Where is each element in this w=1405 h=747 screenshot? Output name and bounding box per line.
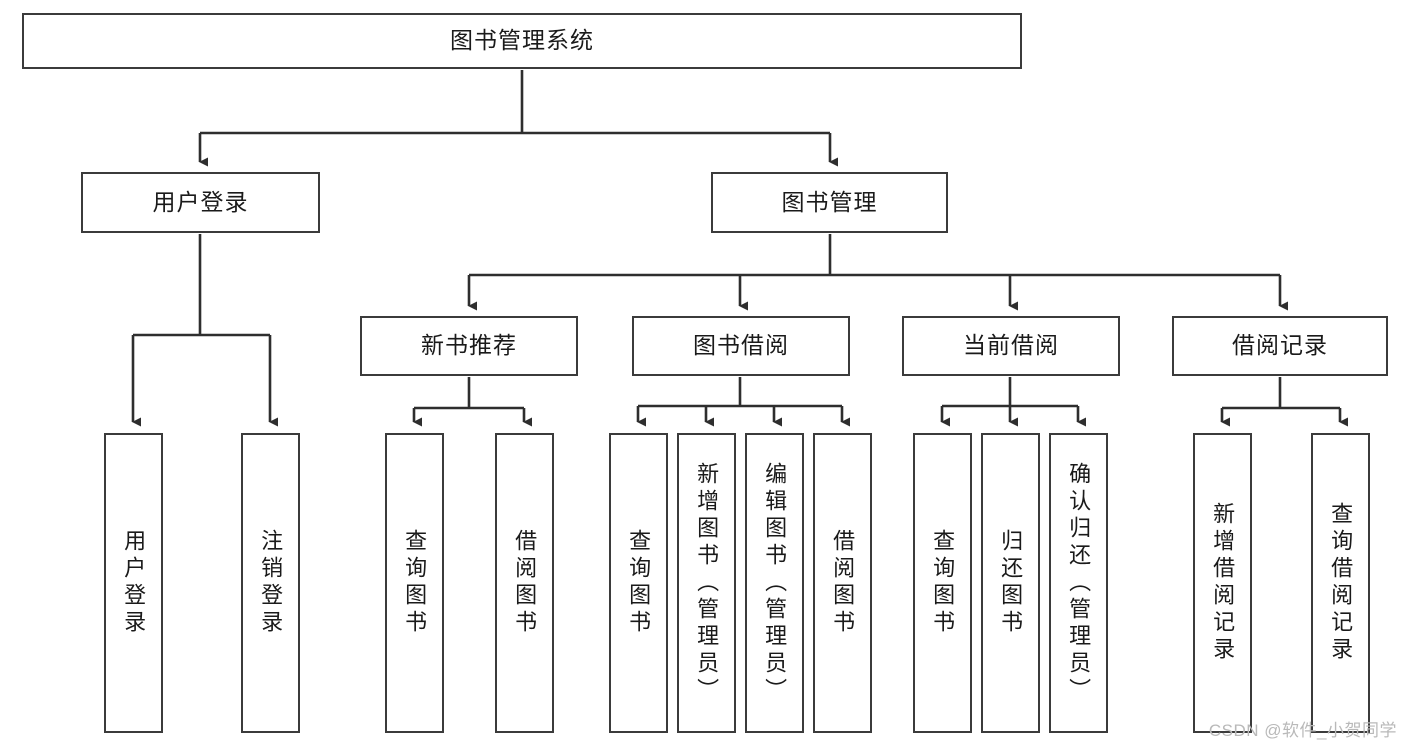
node-book-borrow[interactable]: 图书借阅 bbox=[632, 316, 850, 376]
leaf-current-query-book[interactable]: 查询图书 bbox=[913, 433, 972, 733]
leaf-recommend-borrow-book[interactable]: 借阅图书 bbox=[495, 433, 554, 733]
leaf-records-query-record[interactable]: 查询借阅记录 bbox=[1311, 433, 1370, 733]
leaf-borrow-edit-book-admin[interactable]: 编辑图书（管理员） bbox=[745, 433, 804, 733]
node-borrow-records[interactable]: 借阅记录 bbox=[1172, 316, 1388, 376]
leaf-current-return-book[interactable]: 归还图书 bbox=[981, 433, 1040, 733]
leaf-records-add-record[interactable]: 新增借阅记录 bbox=[1193, 433, 1252, 733]
leaf-user-login-login[interactable]: 用户登录 bbox=[104, 433, 163, 733]
leaf-borrow-borrow-book[interactable]: 借阅图书 bbox=[813, 433, 872, 733]
node-user-login[interactable]: 用户登录 bbox=[81, 172, 320, 233]
leaf-current-confirm-return-admin[interactable]: 确认归还（管理员） bbox=[1049, 433, 1108, 733]
node-book-management[interactable]: 图书管理 bbox=[711, 172, 948, 233]
node-current-borrow[interactable]: 当前借阅 bbox=[902, 316, 1120, 376]
node-root-system[interactable]: 图书管理系统 bbox=[22, 13, 1022, 69]
leaf-borrow-add-book-admin[interactable]: 新增图书（管理员） bbox=[677, 433, 736, 733]
leaf-user-login-logout[interactable]: 注销登录 bbox=[241, 433, 300, 733]
leaf-borrow-query-book[interactable]: 查询图书 bbox=[609, 433, 668, 733]
node-new-book-recommend[interactable]: 新书推荐 bbox=[360, 316, 578, 376]
csdn-watermark: CSDN @软件_小贺同学 bbox=[1208, 721, 1397, 740]
leaf-recommend-query-book[interactable]: 查询图书 bbox=[385, 433, 444, 733]
